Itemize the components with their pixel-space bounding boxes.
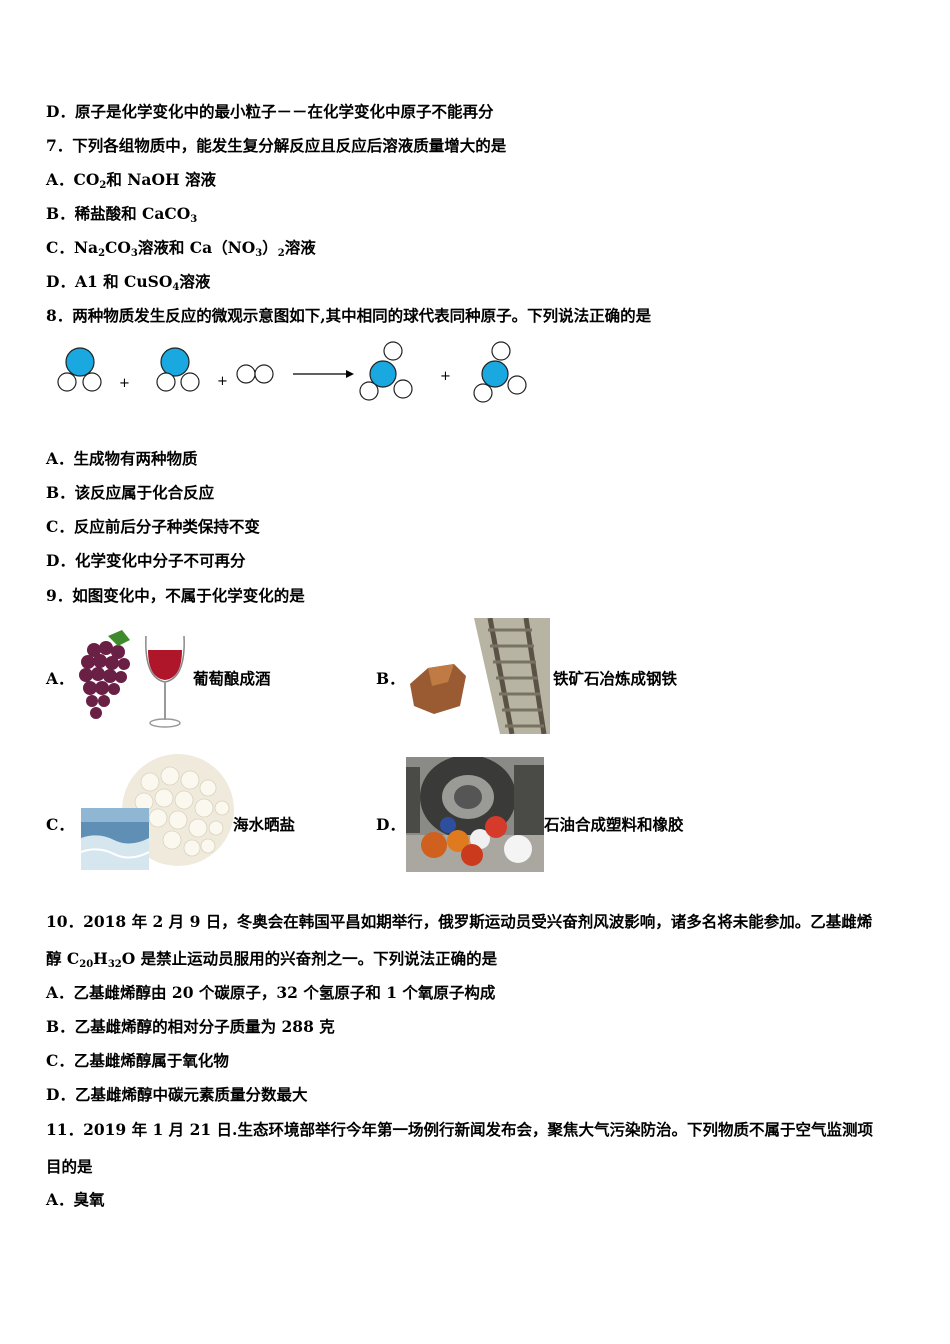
atom-white bbox=[82, 372, 102, 392]
atom-white bbox=[57, 372, 77, 392]
q11-stem-line2: 目的是 bbox=[46, 1157, 93, 1176]
atom-white bbox=[393, 379, 413, 399]
sea-salt-image bbox=[80, 754, 234, 870]
q8-option-d: D．化学变化中分子不可再分 bbox=[46, 551, 246, 570]
q9-stem: 9．如图变化中，不属于化学变化的是 bbox=[46, 586, 305, 605]
q11-stem-line1: 11．2019 年 1 月 21 日.生态环境部举行今年第一场例行新闻发布会，聚… bbox=[46, 1120, 873, 1139]
q8-option-c: C．反应前后分子种类保持不变 bbox=[46, 517, 260, 536]
plus-sign: + bbox=[217, 374, 228, 389]
plus-sign: + bbox=[119, 376, 130, 391]
q9-option-a-caption: 葡萄酿成酒 bbox=[193, 669, 271, 688]
atom-white bbox=[507, 375, 527, 395]
atom-white bbox=[254, 364, 274, 384]
atom-white bbox=[156, 372, 176, 392]
q7-option-d: D．A1 和 CuSO4溶液 bbox=[46, 272, 211, 293]
q7-stem: 7．下列各组物质中，能发生复分解反应且反应后溶液质量增大的是 bbox=[46, 136, 507, 155]
q9-option-d-letter: D． bbox=[376, 815, 405, 834]
atom-white bbox=[180, 372, 200, 392]
q6-option-d: D．原子是化学变化中的最小粒子－－在化学变化中原子不能再分 bbox=[46, 102, 494, 121]
q10-option-d: D．乙基雌烯醇中碳元素质量分数最大 bbox=[46, 1085, 308, 1104]
q10-option-a: A．乙基雌烯醇由 20 个碳原子，32 个氢原子和 1 个氧原子构成 bbox=[46, 983, 496, 1002]
q9-option-b-letter: B． bbox=[376, 669, 405, 688]
atom-white bbox=[359, 381, 379, 401]
atom-white bbox=[491, 341, 511, 361]
q9-option-c-letter: C． bbox=[46, 815, 74, 834]
q9-option-c-caption: 海水晒盐 bbox=[233, 815, 296, 834]
atom-blue bbox=[65, 347, 95, 377]
grapes-wine-image bbox=[79, 630, 185, 728]
q7-option-c: C．Na2CO3溶液和 Ca（NO3）2溶液 bbox=[46, 238, 316, 259]
iron-ore-rail-image bbox=[404, 618, 550, 734]
atom-white bbox=[236, 364, 256, 384]
q8-option-a: A．生成物有两种物质 bbox=[46, 449, 198, 468]
q7-option-a: A．CO2和 NaOH 溶液 bbox=[46, 170, 216, 191]
q10-option-b: B．乙基雌烯醇的相对分子质量为 288 克 bbox=[46, 1017, 335, 1036]
q10-stem-line1: 10．2018 年 2 月 9 日，冬奥会在韩国平昌如期举行，俄罗斯运动员受兴奋… bbox=[46, 912, 873, 931]
q9-option-d-caption: 石油合成塑料和橡胶 bbox=[544, 815, 684, 834]
q10-stem-line2: 醇 C20H32O 是禁止运动员服用的兴奋剂之一。下列说法正确的是 bbox=[46, 949, 498, 970]
q10-option-c: C．乙基雌烯醇属于氧化物 bbox=[46, 1051, 229, 1070]
atom-white bbox=[473, 383, 493, 403]
q9-option-a-letter: A． bbox=[46, 669, 74, 688]
atom-white bbox=[383, 341, 403, 361]
atom-blue bbox=[160, 347, 190, 377]
atom-blue bbox=[369, 360, 397, 388]
q8-option-b: B．该反应属于化合反应 bbox=[46, 483, 215, 502]
q11-option-a: A．臭氧 bbox=[46, 1190, 105, 1209]
q7-option-b: B．稀盐酸和 CaCO3 bbox=[46, 204, 198, 225]
reaction-diagram: + + + bbox=[57, 341, 527, 403]
q9-option-b-caption: 铁矿石冶炼成钢铁 bbox=[553, 669, 678, 688]
reaction-arrow bbox=[293, 370, 354, 378]
q8-stem: 8．两种物质发生反应的微观示意图如下,其中相同的球代表同种原子。下列说法正确的是 bbox=[46, 306, 652, 325]
plastic-rubber-image bbox=[406, 757, 544, 872]
plus-sign: + bbox=[440, 369, 451, 384]
atom-blue bbox=[481, 360, 509, 388]
